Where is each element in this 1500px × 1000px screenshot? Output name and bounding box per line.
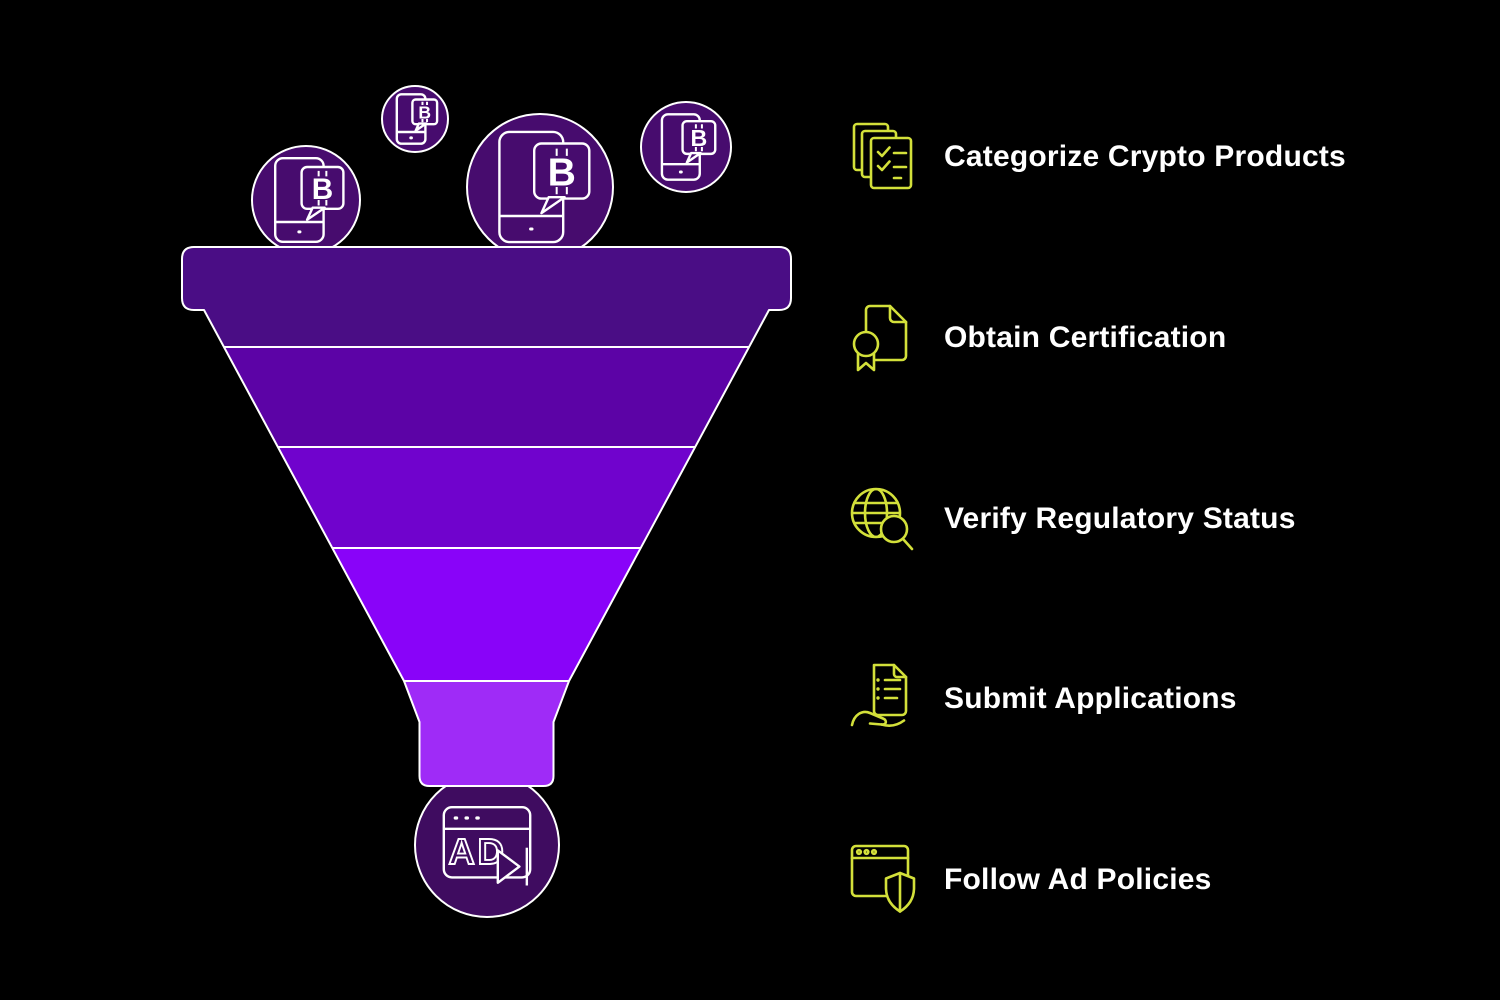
ad-output-bubble [414, 772, 560, 918]
funnel-segment-4 [182, 548, 791, 681]
funnel-body [182, 247, 791, 786]
crypto-bubble-left [251, 145, 361, 255]
step-label: Submit Applications [944, 682, 1237, 715]
globe-magnifier-icon [850, 487, 914, 551]
step-label: Obtain Certification [944, 321, 1227, 354]
document-in-hand-icon [850, 663, 908, 727]
step-item-categorize: Categorize Crypto Products [848, 121, 1346, 193]
step-item-certification: Obtain Certification [848, 302, 1226, 374]
step-label: Categorize Crypto Products [944, 140, 1346, 173]
certificate-ribbon-icon [852, 304, 908, 372]
step-item-regulatory: Verify Regulatory Status [848, 483, 1296, 555]
step-item-policies: Follow Ad Policies [848, 844, 1212, 916]
step-item-applications: Submit Applications [848, 663, 1237, 735]
checklist-documents-icon [852, 122, 913, 190]
crypto-bubble-right [640, 101, 732, 193]
crypto-bubbles [251, 85, 732, 918]
funnel-segment-1 [182, 247, 791, 347]
crypto-bubble-large [466, 113, 614, 261]
step-label: Follow Ad Policies [944, 863, 1212, 896]
funnel-segment-3 [182, 447, 791, 548]
step-label: Verify Regulatory Status [944, 502, 1296, 535]
browser-shield-icon [850, 844, 916, 913]
funnel-segment-5 [182, 681, 791, 786]
ad-browser-play-icon [444, 807, 530, 885]
crypto-bubble-small [381, 85, 449, 153]
funnel-graphic: B AD [181, 85, 792, 918]
funnel-segment-2 [182, 347, 791, 447]
funnel-outline [181, 246, 792, 787]
